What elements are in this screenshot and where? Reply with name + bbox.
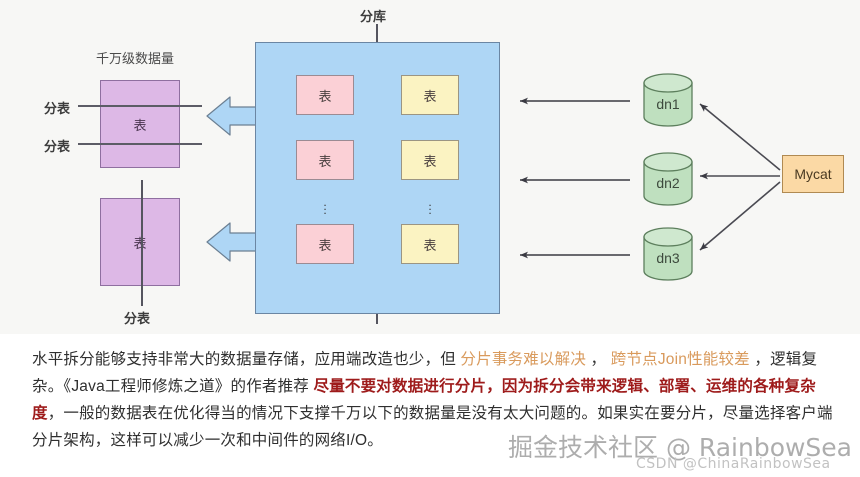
table-box-bottom-label: 表 <box>133 235 147 251</box>
database-cylinder-icon <box>643 73 693 127</box>
ellipsis-left: ... <box>323 195 327 217</box>
table-cell-yellow-3: 表 <box>401 224 459 264</box>
fenbiao-label-1: 分表 <box>44 101 71 116</box>
table-box-top: 表 <box>100 80 180 168</box>
table-cell-label: 表 <box>423 237 437 253</box>
database-cylinder-icon <box>643 227 693 281</box>
database-container-box: 表 表 ... 表 表 表 ... 表 <box>255 42 500 314</box>
watermark-primary: 掘金技术社区 @ RainbowSea <box>508 433 853 462</box>
table-cell-label: 表 <box>318 237 332 253</box>
datanode-dn2-label: dn2 <box>656 175 680 191</box>
fenbiao-label-3: 分表 <box>124 311 151 326</box>
table-cell-pink-2: 表 <box>296 140 354 180</box>
datanode-dn1: dn1 <box>640 72 696 128</box>
table-cell-label: 表 <box>318 88 332 104</box>
table-box-top-label: 表 <box>133 117 147 133</box>
mycat-label: Mycat <box>794 166 832 182</box>
table-cell-yellow-2: 表 <box>401 140 459 180</box>
prose-highlight-orange-2: 跨节点Join性能较差 <box>610 351 750 368</box>
datanode-dn3-label: dn3 <box>656 250 680 266</box>
prose-segment-6: 客户端分片架构，这样可以减少一次和中间件的网络I/O。 <box>32 405 833 449</box>
article-paragraph: 水平拆分能够支持非常大的数据量存储，应用端改造也少，但 分片事务难以解决 ， 跨… <box>0 334 860 477</box>
prose-segment-5: ，一般的数据表在优化得当的情况下支撑千万以下的数据量是没有太大问题的。如果实在要… <box>47 405 786 422</box>
table-cell-yellow-1: 表 <box>401 75 459 115</box>
table-cell-label: 表 <box>423 88 437 104</box>
prose-highlight-orange-1: 分片事务难以解决 <box>460 351 587 368</box>
ellipsis-right: ... <box>428 195 432 217</box>
data-volume-caption: 千万级数据量 <box>96 51 175 66</box>
prose-segment-4: 杂。《Java工程师修炼之道》的作者推荐 <box>32 378 314 395</box>
vertical-split-line <box>141 180 143 306</box>
table-box-bottom: 表 <box>100 198 180 286</box>
table-cell-label: 表 <box>318 153 332 169</box>
block-arrow-top <box>206 96 260 136</box>
fenku-label: 分库 <box>360 9 387 24</box>
datanode-dn2: dn2 <box>640 151 696 207</box>
table-cell-label: 表 <box>423 153 437 169</box>
block-arrow-bottom <box>206 222 260 262</box>
fenbiao-label-2: 分表 <box>44 139 71 154</box>
watermark-secondary: CSDN @ChinaRainbowSea <box>636 456 831 472</box>
architecture-diagram: 分库 千万级数据量 表 分表 分表 表 分表 表 <box>44 9 844 326</box>
mycat-node: Mycat <box>782 155 844 193</box>
split-line-2 <box>78 143 202 145</box>
datanode-dn1-label: dn1 <box>656 96 680 112</box>
split-line-1 <box>78 105 202 107</box>
table-cell-pink-1: 表 <box>296 75 354 115</box>
prose-segment-2: ， <box>586 351 611 368</box>
table-cell-pink-3: 表 <box>296 224 354 264</box>
database-cylinder-icon <box>643 152 693 206</box>
prose-segment-3: ，逻辑复 <box>749 351 818 368</box>
prose-highlight-red: 尽量不要对数据进行分片，因为拆分会带来逻辑、部署、运维的各种复杂度 <box>32 378 816 422</box>
datanode-dn3: dn3 <box>640 226 696 282</box>
prose-segment-1: 水平拆分能够支持非常大的数据量存储，应用端改造也少，但 <box>32 351 461 368</box>
